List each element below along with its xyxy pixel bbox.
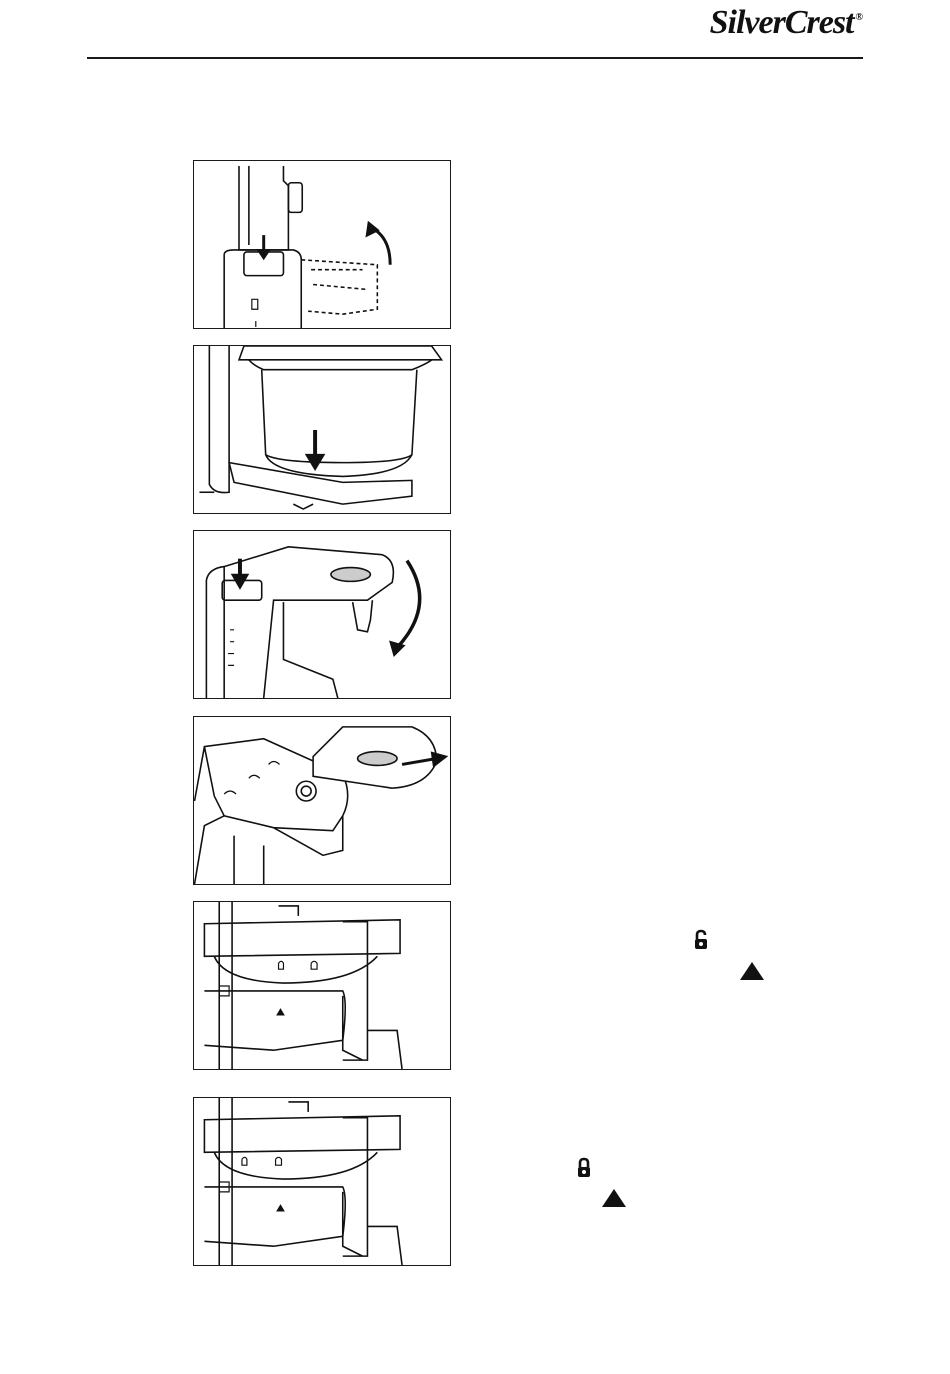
bowl-placement-illustration [194,346,450,513]
arm-lower-illustration [194,531,450,698]
triangle-marker-icon [600,1187,628,1214]
figure-step-1 [193,160,451,329]
lid-locked-illustration [194,1098,450,1265]
figure-step-6 [193,1097,451,1266]
registered-mark: ® [856,12,862,23]
unlocked-padlock-icon [693,929,709,956]
unlocked-padlock-glyph [693,929,709,951]
header-divider [87,57,863,59]
triangle-glyph [738,960,766,982]
lid-unlocked-illustration [194,902,450,1069]
figure-step-5 [193,901,451,1070]
triangle-glyph [600,1187,628,1209]
figure-step-4 [193,716,451,885]
brand-logo: SilverCrest® [710,4,862,42]
figure-step-3 [193,530,451,699]
arm-lift-illustration [194,161,450,328]
figure-step-2 [193,345,451,514]
cover-removal-illustration [194,717,450,884]
brand-name: SilverCrest [710,4,854,41]
triangle-marker-icon [738,960,766,987]
locked-padlock-icon [576,1157,592,1184]
locked-padlock-glyph [576,1157,592,1179]
